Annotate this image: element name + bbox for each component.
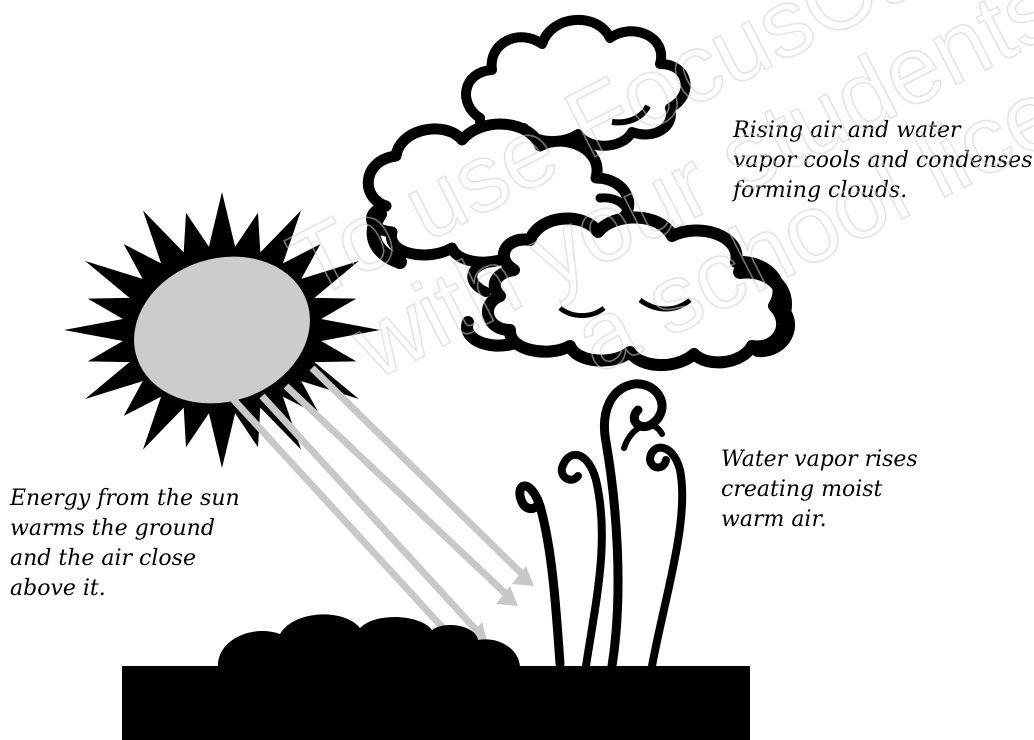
caption-line: Water vapor rises [721, 447, 918, 472]
vapor-swirl-icon [520, 384, 682, 666]
caption-line: warm air. [721, 507, 827, 532]
caption-line: creating moist [721, 477, 883, 502]
ray-arrow [312, 368, 524, 576]
sun-rays [232, 368, 524, 640]
ray-arrow [232, 398, 454, 640]
sun-caption: Energy from the sun warms the ground and… [9, 486, 247, 601]
caption-line: and the air close [10, 546, 196, 571]
caption-line: warms the ground [10, 516, 215, 541]
caption-line: Energy from the sun [9, 486, 240, 511]
caption-line: above it. [10, 576, 106, 601]
ray-arrow [262, 396, 478, 632]
vapor-caption: Water vapor rises creating moist warm ai… [721, 447, 925, 532]
